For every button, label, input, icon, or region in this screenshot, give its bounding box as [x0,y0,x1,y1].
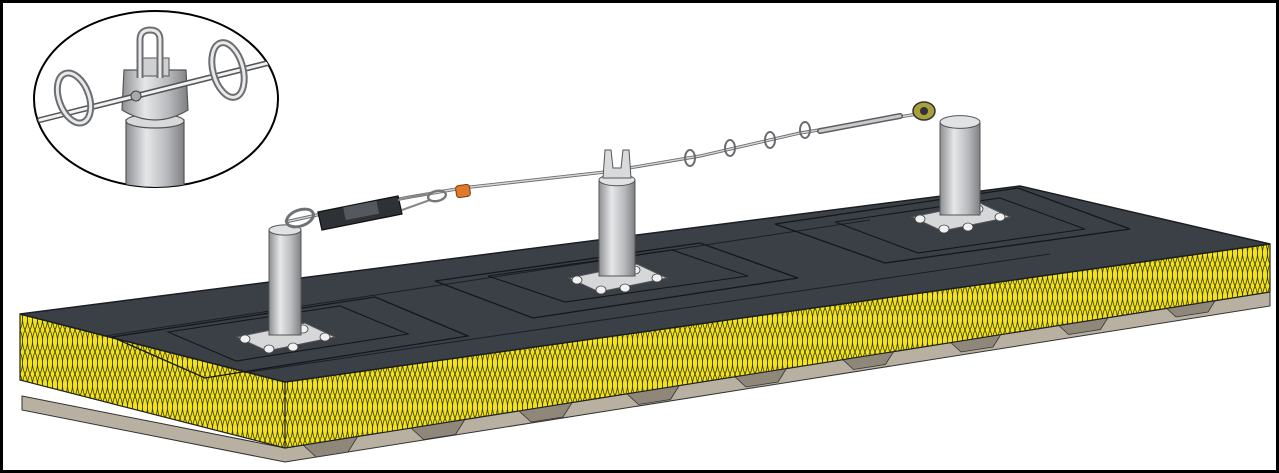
end-anchor-post-right [910,115,1012,234]
tension-indicator [455,183,471,199]
roof-membrane [19,185,1271,383]
anchor-bolt [651,273,663,283]
anchor-bolt [571,275,583,285]
intermediate-post [567,149,669,295]
turnbuckle-tensioner [817,101,936,134]
anchor-bolt [938,224,950,234]
end-anchor-post-left [235,224,337,354]
anchor-bolt [319,332,331,342]
anchor-bolt [595,285,607,295]
anchor-bolt [619,283,631,293]
anchor-bolt [287,342,299,352]
anchor-bolt [263,344,275,354]
cable-shuttles [684,121,811,167]
energy-absorber [285,189,448,231]
anchor-bolt [962,222,974,232]
anchor-bolt [914,214,926,224]
detail-callout [33,10,279,188]
cable-shuttle [799,121,811,139]
anchor-bolt [239,334,251,344]
cable-shuttle [724,139,736,157]
anchor-bolt [994,212,1006,222]
cable-shuttle [764,131,776,149]
cable-shuttle [684,149,696,167]
